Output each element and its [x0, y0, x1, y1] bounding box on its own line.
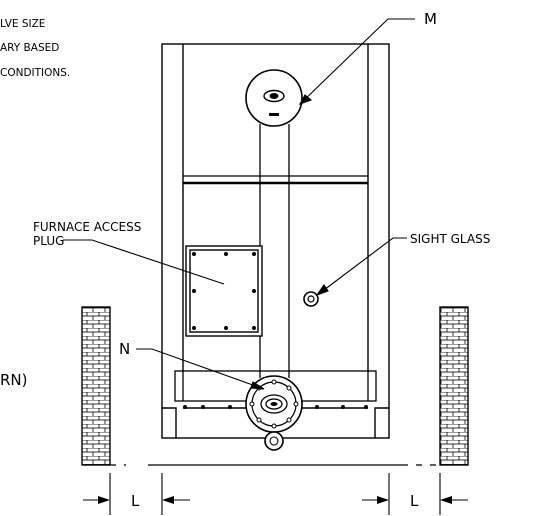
label-l-right: L: [410, 492, 419, 510]
sight-glass: [303, 291, 319, 307]
label-rn-fragment: RN): [0, 371, 28, 389]
bottom-flange-n: [245, 375, 303, 451]
brick-wall-left: [81, 306, 111, 466]
label-n: N: [119, 340, 130, 358]
label-furnace-access-line1: FURNACE ACCESS: [33, 220, 141, 234]
label-furnace-access-line2: PLUG: [33, 234, 64, 248]
label-m: M: [424, 10, 437, 28]
dimension-l-left: [83, 473, 190, 515]
vertical-pipe: [259, 124, 290, 378]
cabinet-band: [183, 175, 368, 185]
leader-furnace-access: [63, 239, 225, 285]
leader-sight-glass: [315, 237, 407, 297]
leader-m: [298, 18, 415, 106]
base-bolts: [183, 405, 368, 409]
top-flange-m: [245, 69, 303, 127]
leader-n: [136, 348, 265, 390]
brick-wall-right: [439, 306, 469, 466]
label-sight-glass: SIGHT GLASS: [410, 232, 490, 246]
note-line-3: CONDITIONS.: [0, 67, 70, 79]
furnace-access-plug: [185, 245, 263, 337]
dimension-l-right: [362, 473, 468, 515]
note-line-2: ARY BASED: [0, 42, 59, 54]
label-l-left: L: [131, 492, 140, 510]
general-note: LVE SIZE ARY BASED CONDITIONS.: [0, 18, 70, 79]
note-line-1: LVE SIZE: [0, 18, 45, 30]
